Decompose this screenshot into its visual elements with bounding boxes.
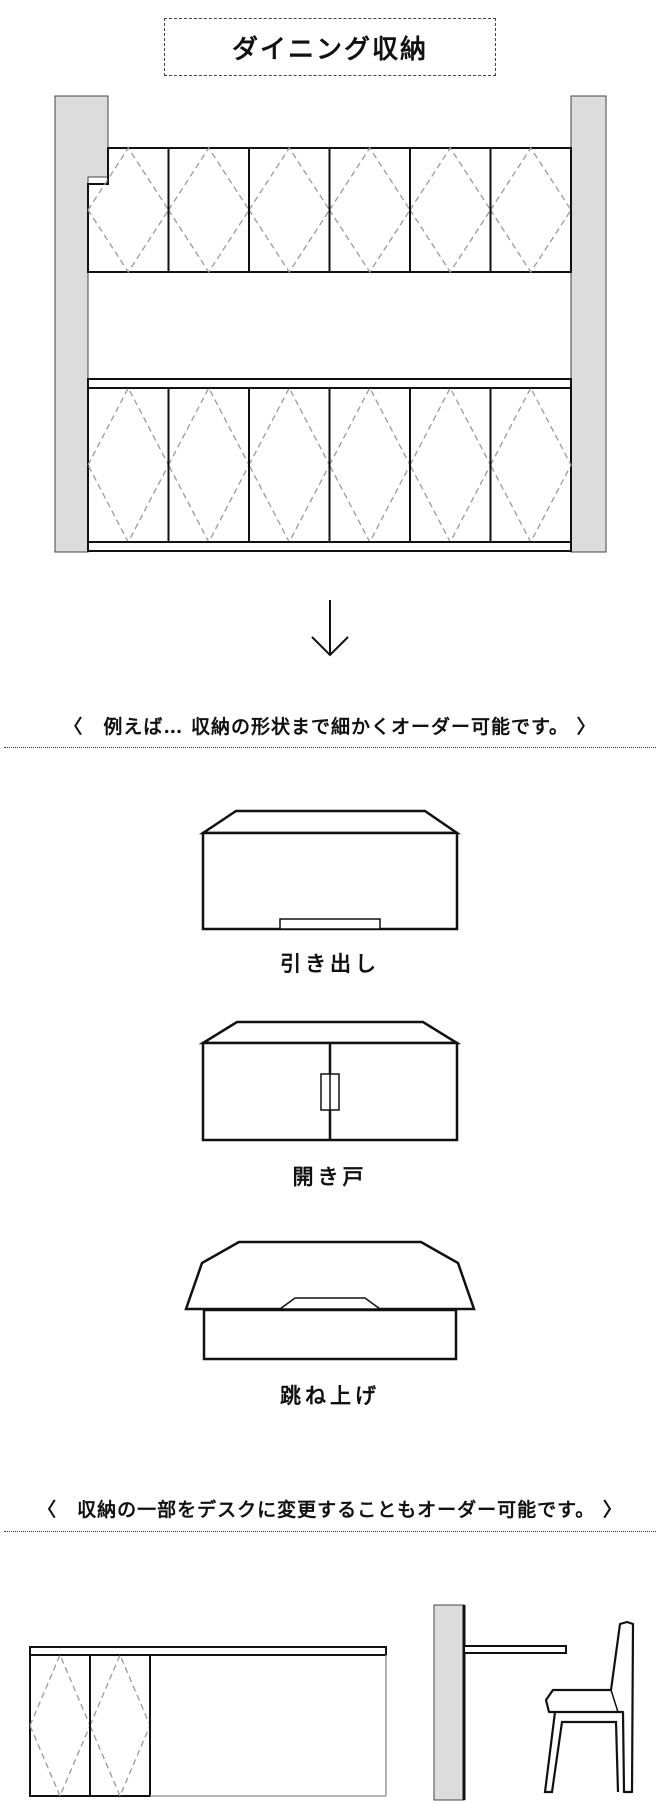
divider [4,747,656,748]
lower-cabinet-plinth [87,541,572,552]
drawer-diagram [198,809,462,931]
left-wall [54,95,109,553]
storage-elevation [54,95,607,553]
section-header-desk: 〈 収納の一部をデスクに変更することもオーダー可能です。 〉 [0,1495,660,1522]
divider [4,1531,656,1532]
option-label: 跳ね上げ [280,1383,380,1408]
drawer-handle [279,918,381,930]
desk-section [433,1604,635,1801]
section-wall [433,1604,465,1801]
option-label: 開き戸 [292,1164,368,1189]
section-header-text: 〈 例えば… 収納の形状まで細かくオーダー可能です。 〉 [63,716,597,738]
door-swing-line [489,386,572,544]
desk-top [29,1646,387,1656]
option-label: 引き出し [280,951,380,976]
upper-cabinet-doors [87,146,572,274]
option-caption-hinged-door: 開き戸 [0,1161,660,1191]
hinged-door-diagram [198,1020,462,1142]
chair-icon [543,1620,635,1794]
page-title-text: ダイニング収納 [231,34,428,65]
section-desk-top [463,1645,567,1654]
option-caption-flip-up: 跳ね上げ [0,1380,660,1410]
section-header-order-shape: 〈 例えば… 収納の形状まで細かくオーダー可能です。 〉 [0,712,660,739]
option-caption-drawer: 引き出し [0,948,660,978]
right-wall [570,95,607,553]
section-header-text: 〈 収納の一部をデスクに変更することもオーダー可能です。 〉 [37,1499,623,1521]
flip-up-handle [277,1297,383,1310]
lower-cabinet-doors [87,386,572,544]
flip-up-diagram [184,1240,476,1361]
down-arrow-icon [311,600,349,657]
lower-cabinet-top [87,378,572,389]
desk-elevation [29,1646,387,1798]
page-title: ダイニング収納 [164,18,496,76]
